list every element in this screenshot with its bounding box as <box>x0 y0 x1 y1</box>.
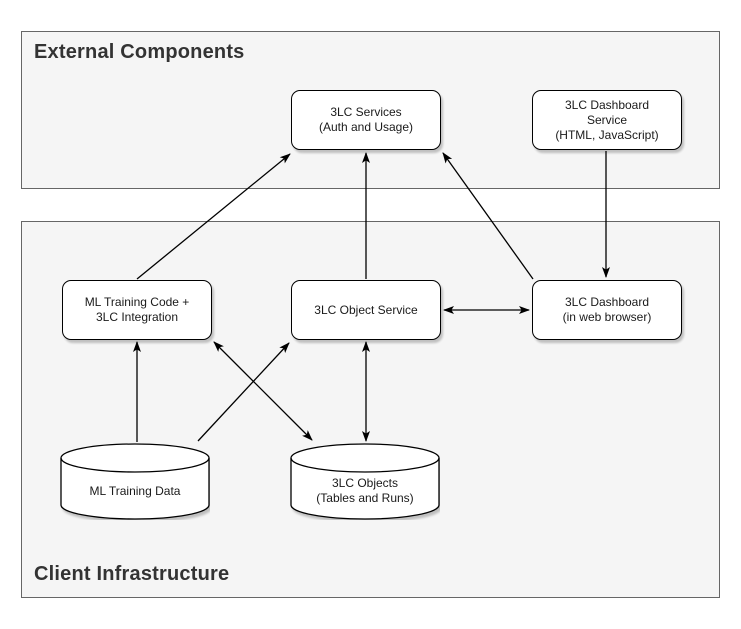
client-infrastructure-title: Client Infrastructure <box>34 563 230 585</box>
cylinder-shape-icon <box>60 443 210 520</box>
node-3lc-services-label-line2: (Auth and Usage) <box>318 120 414 134</box>
external-components-title: External Components <box>34 41 245 63</box>
node-ml-training-code-label-line2: 3LC Integration <box>95 310 179 324</box>
node-3lc-dashboard-label-line2: (in web browser) <box>562 310 652 324</box>
node-3lc-services: 3LC Services (Auth and Usage) <box>291 90 441 150</box>
datastore-3lc-objects-label-line1: 3LC Objects <box>331 476 399 490</box>
cylinder-shape-icon <box>290 443 440 520</box>
node-3lc-services-label-line1: 3LC Services <box>330 105 402 119</box>
node-ml-training-code: ML Training Code + 3LC Integration <box>62 280 212 340</box>
datastore-3lc-objects: 3LC Objects (Tables and Runs) <box>290 443 440 520</box>
node-3lc-object-service: 3LC Object Service <box>291 280 441 340</box>
node-ml-training-code-label-line1: ML Training Code + <box>84 295 190 309</box>
node-3lc-dashboard-service-label-line1: 3LC Dashboard <box>564 97 650 112</box>
datastore-ml-training-data-label: ML Training Data <box>89 483 181 498</box>
node-3lc-object-service-label: 3LC Object Service <box>314 302 418 317</box>
node-3lc-dashboard-service-label-line2: Service <box>586 112 627 127</box>
datastore-3lc-objects-label-line2: (Tables and Runs) <box>316 491 414 505</box>
node-3lc-dashboard-service: 3LC Dashboard Service (HTML, JavaScript) <box>532 90 682 150</box>
datastore-ml-training-data: ML Training Data <box>60 443 210 520</box>
node-3lc-dashboard: 3LC Dashboard (in web browser) <box>532 280 682 340</box>
node-3lc-dashboard-label-line1: 3LC Dashboard <box>564 295 650 309</box>
node-3lc-dashboard-service-label-line3: (HTML, JavaScript) <box>555 127 659 142</box>
client-infrastructure-container: Client Infrastructure <box>21 221 720 598</box>
